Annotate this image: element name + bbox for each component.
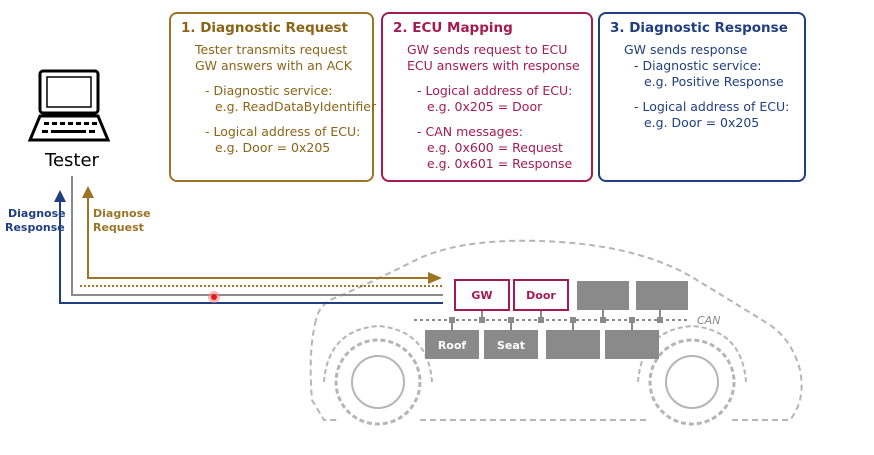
roof-ecu-label: Roof (438, 339, 467, 352)
door-ecu-label: Door (526, 289, 556, 302)
response-arrowhead (54, 190, 66, 202)
diagnostic-response-box: 3. Diagnostic Response GW sends response… (598, 12, 806, 182)
request-arrowhead-right (428, 272, 442, 284)
response-line-5: e.g. Door = 0x205 (644, 115, 760, 130)
diagnose-request-label-2: Request (93, 221, 144, 234)
diagnose-request-path (87, 195, 430, 279)
request-line-5: - Logical address of ECU: (205, 124, 361, 139)
diagnose-response-label-1: Diagnose (8, 207, 66, 220)
front-wheel (323, 324, 433, 426)
diagnostic-request-title: 1. Diagnostic Request (181, 20, 349, 36)
roof-ecu (425, 330, 479, 359)
bus-nodes (449, 317, 663, 323)
diagnose-request-label-1: Diagnose (93, 207, 151, 220)
response-line-3: e.g. Positive Response (644, 74, 784, 89)
request-line-1: Tester transmits request (195, 42, 348, 57)
mapping-line-2: ECU answers with response (407, 58, 580, 73)
diagnose-response-label-2: Response (5, 221, 65, 234)
mapping-line-7: e.g. 0x601 = Response (427, 156, 573, 171)
tester-label: Tester (44, 150, 100, 171)
diagnostic-response-title: 3. Diagnostic Response (610, 20, 788, 36)
diagnose-response-path (59, 200, 443, 304)
ecu-mapping-box: 2. ECU Mapping GW sends request to ECU E… (381, 12, 593, 182)
response-line-4: - Logical address of ECU: (634, 99, 790, 114)
mapping-line-5: - CAN messages: (417, 124, 523, 139)
laptop-icon (27, 69, 111, 142)
request-line-2: GW answers with an ACK (195, 58, 352, 73)
can-bus-label: CAN (697, 314, 720, 327)
ecu-lower-3 (546, 330, 600, 359)
cursor-dot-core (211, 294, 217, 300)
mapping-line-3: - Logical address of ECU: (417, 83, 573, 98)
request-line-3: - Diagnostic service: (205, 83, 333, 98)
tester-cable (71, 176, 443, 296)
mapping-line-1: GW sends request to ECU (407, 42, 568, 57)
gw-ecu-label: GW (471, 289, 492, 302)
ecu-upper-3 (577, 281, 629, 310)
request-line-4: e.g. ReadDataByIdentifier (215, 99, 377, 114)
gw-ecu (454, 279, 510, 311)
ecu-upper-4 (636, 281, 688, 310)
car-outline (309, 239, 803, 421)
ecu-lower-4 (605, 330, 659, 359)
mapping-line-4: e.g. 0x205 = Door (427, 99, 543, 114)
mapping-line-6: e.g. 0x600 = Request (427, 140, 563, 155)
diagnostic-request-box: 1. Diagnostic Request Tester transmits r… (169, 12, 377, 182)
ecu-mapping-title: 2. ECU Mapping (393, 20, 513, 36)
seat-ecu-label: Seat (497, 339, 525, 352)
seat-ecu (484, 330, 538, 359)
response-line-1: GW sends response (624, 42, 748, 57)
response-line-2: - Diagnostic service: (634, 58, 762, 73)
request-line-6: e.g. Door = 0x205 (215, 140, 331, 155)
door-ecu (513, 279, 569, 311)
request-arrowhead-up (82, 186, 94, 198)
